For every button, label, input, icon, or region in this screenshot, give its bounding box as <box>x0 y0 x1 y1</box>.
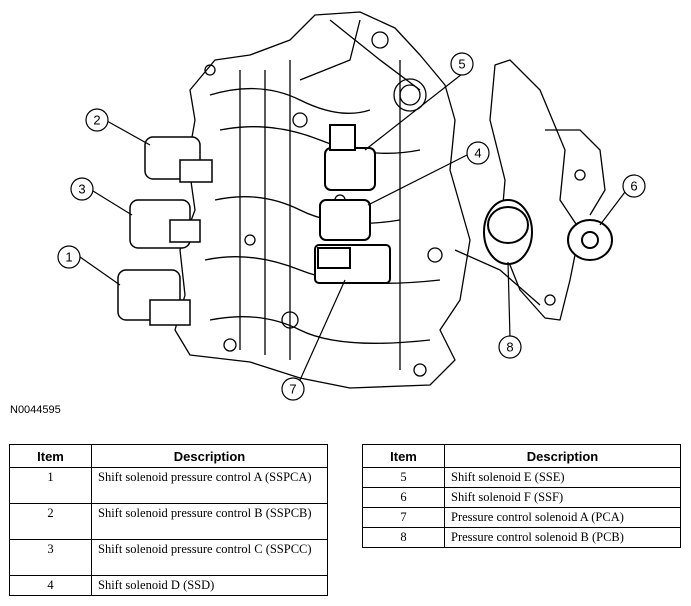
callout-8 <box>498 335 522 359</box>
table-row: 5 Shift solenoid E (SSE) <box>362 467 681 488</box>
solenoid-ssf <box>567 219 613 261</box>
callout-2-label: 2 <box>93 113 100 128</box>
header-description: Description <box>444 444 681 468</box>
item-number: 3 <box>9 539 92 576</box>
callout-3 <box>70 177 94 201</box>
callout-7-label: 7 <box>289 382 296 397</box>
table-row: 3 Shift solenoid pressure control C (SSP… <box>9 539 328 576</box>
callout-8-label: 8 <box>506 340 513 355</box>
header-description: Description <box>91 444 328 468</box>
callout-5-label: 5 <box>458 57 465 72</box>
table-row: 4 Shift solenoid D (SSD) <box>9 575 328 596</box>
item-description: Shift solenoid D (SSD) <box>91 575 328 596</box>
callout-6 <box>622 174 646 198</box>
header-item: Item <box>362 444 445 468</box>
item-number: 2 <box>9 503 92 540</box>
item-description: Shift solenoid pressure control B (SSPCB… <box>91 503 328 540</box>
solenoid-sspcb <box>144 136 213 183</box>
solenoid-pca <box>314 244 391 284</box>
table-row: 2 Shift solenoid pressure control B (SSP… <box>9 503 328 540</box>
solenoid-sspcc <box>129 199 201 249</box>
table-row: 7 Pressure control solenoid A (PCA) <box>362 507 681 528</box>
callout-7 <box>281 377 305 401</box>
item-number: 6 <box>362 487 445 508</box>
item-description: Pressure control solenoid A (PCA) <box>444 507 681 528</box>
legend-table-left: Item Description 1 Shift solenoid pressu… <box>9 444 328 596</box>
callout-3-label: 3 <box>78 182 85 197</box>
callout-4-label: 4 <box>474 146 481 161</box>
solenoid-sse <box>324 124 376 191</box>
item-description: Shift solenoid E (SSE) <box>444 467 681 488</box>
table-row: 1 Shift solenoid pressure control A (SSP… <box>9 467 328 504</box>
item-number: 1 <box>9 467 92 504</box>
item-description: Shift solenoid pressure control A (SSPCA… <box>91 467 328 504</box>
valve-body-outline <box>174 11 471 389</box>
item-description: Pressure control solenoid B (PCB) <box>444 527 681 548</box>
callout-4 <box>466 141 490 165</box>
table-row: 8 Pressure control solenoid B (PCB) <box>362 527 681 548</box>
table-row: 6 Shift solenoid F (SSF) <box>362 487 681 508</box>
callout-5 <box>450 52 474 76</box>
callout-6-label: 6 <box>630 179 637 194</box>
header-item: Item <box>9 444 92 468</box>
solenoid-body-illustration: 1 2 3 4 5 6 7 8 <box>57 11 646 401</box>
item-number: 4 <box>9 575 92 596</box>
figure-id: N0044595 <box>10 404 61 416</box>
solenoid-pcb <box>483 199 533 265</box>
callout-1-label: 1 <box>65 250 72 265</box>
item-number: 5 <box>362 467 445 488</box>
item-number: 7 <box>362 507 445 528</box>
solenoid-ssd <box>319 199 371 241</box>
legend-table-right: Item Description 5 Shift solenoid E (SSE… <box>362 444 681 548</box>
item-number: 8 <box>362 527 445 548</box>
callout-1 <box>57 245 81 269</box>
solenoid-sspca <box>117 269 191 326</box>
callout-2 <box>85 108 109 132</box>
item-description: Shift solenoid F (SSF) <box>444 487 681 508</box>
item-description: Shift solenoid pressure control C (SSPCC… <box>91 539 328 576</box>
